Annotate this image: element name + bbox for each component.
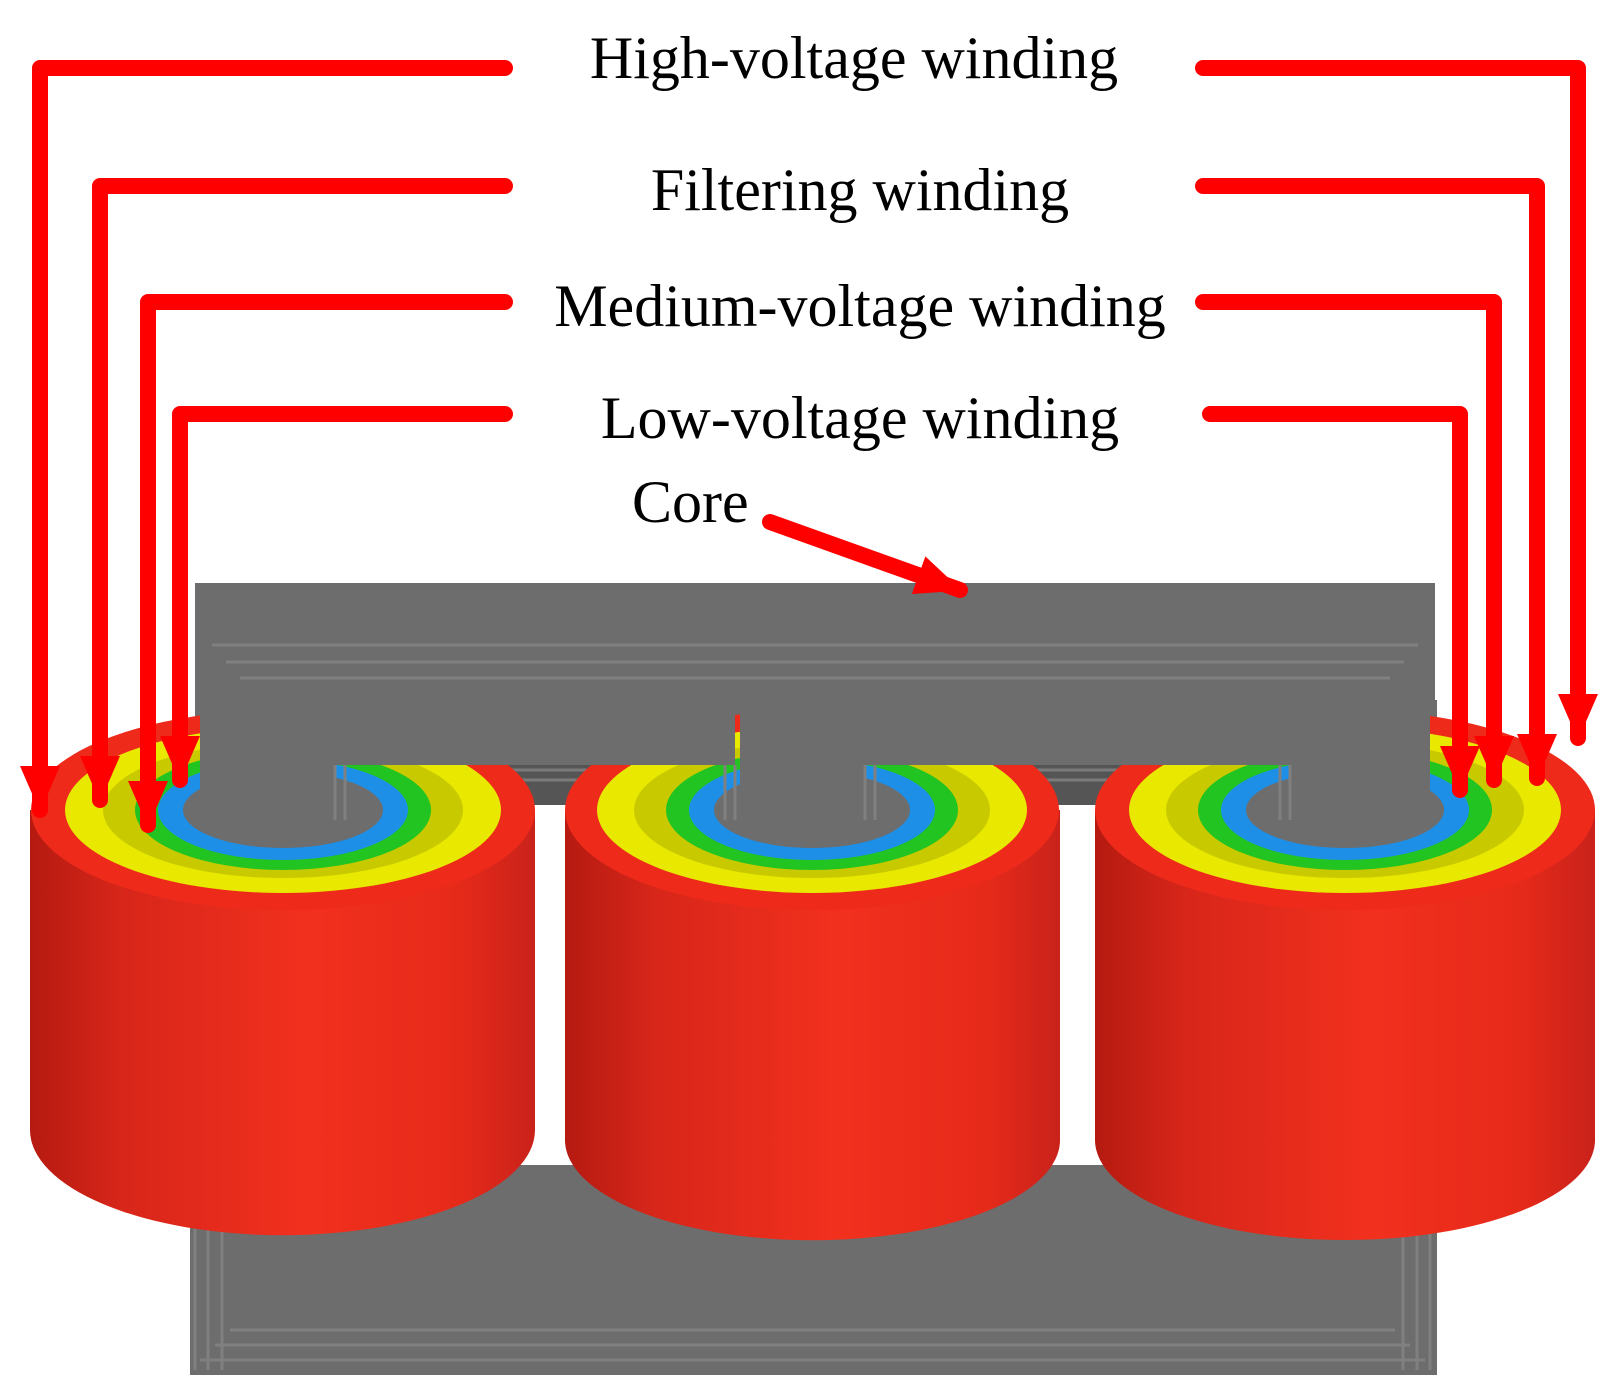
arrows [20, 60, 1598, 833]
arrow-filter-left [80, 178, 513, 808]
arrow-lv-left [160, 406, 513, 788]
label-high-voltage-winding: High-voltage winding [589, 25, 1119, 91]
arrow-core [762, 514, 968, 598]
label-core: Core [632, 469, 749, 535]
hv-cylinder-right [1095, 810, 1595, 1240]
arrow-lv-right [1202, 406, 1480, 798]
core-bottom-laminations [193, 1172, 1432, 1370]
arrow-filter-right [1195, 178, 1557, 786]
hv-cylinder-left [30, 810, 535, 1236]
core-overlap [195, 583, 1435, 820]
arrow-mv-left [128, 294, 513, 833]
arrow-hv-right [1195, 60, 1598, 746]
hv-cylinder-middle [565, 810, 1060, 1241]
label-medium-voltage-winding: Medium-voltage winding [554, 273, 1166, 339]
label-low-voltage-winding: Low-voltage winding [600, 385, 1120, 451]
label-filtering-winding: Filtering winding [650, 157, 1070, 223]
arrow-mv-right [1195, 294, 1514, 788]
arrow-hv-left [20, 60, 513, 818]
